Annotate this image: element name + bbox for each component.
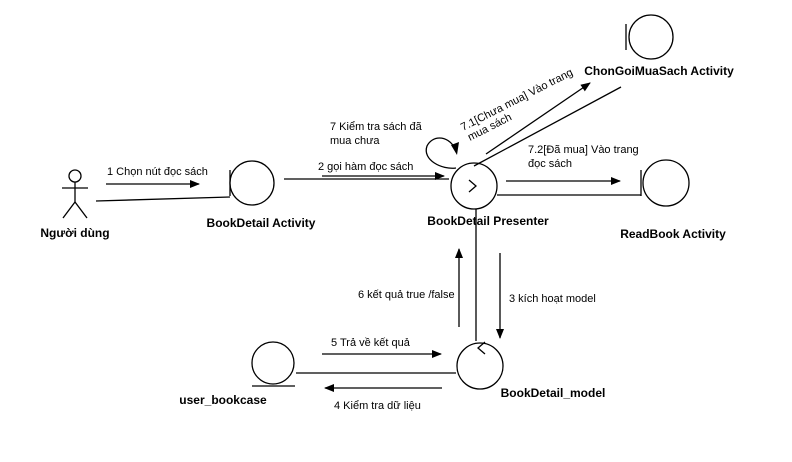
message-6-label: 6 kết quả true /false <box>358 289 455 301</box>
bookdetail-model-control <box>456 341 504 390</box>
user-bookcase-entity <box>251 341 295 387</box>
message-71-label-line1: 7.1[Chưa mua] Vào trang <box>459 67 575 134</box>
chongoi-activity-boundary <box>625 14 674 60</box>
bookcase-label: user_bookcase <box>179 393 267 407</box>
actor-label: Người dùng <box>40 226 109 240</box>
readbook-activity-boundary <box>640 159 690 207</box>
model-label: BookDetail_model <box>501 386 606 400</box>
presenter-label: BookDetail Presenter <box>427 214 549 228</box>
bookdetail-activity-label: BookDetail Activity <box>207 216 316 230</box>
message-72-label-line1: 7.2[Đã mua] Vào trang <box>528 144 639 156</box>
message-72-label-line2: đọc sách <box>528 158 572 170</box>
readbook-label: ReadBook Activity <box>620 227 726 241</box>
message-4-label: 4 Kiểm tra dữ liệu <box>334 400 421 412</box>
association-actor-activity <box>95 196 231 202</box>
message-5-label: 5 Trả về kết quả <box>331 337 411 349</box>
association-presenter-chongoi <box>473 86 622 167</box>
message-1-label: 1 Chọn nút đọc sách <box>107 166 208 178</box>
bookdetail-activity-boundary <box>229 160 275 206</box>
message-3-label: 3 kích hoạt model <box>509 293 596 305</box>
arrow-m71 <box>485 82 591 155</box>
chongoi-label: ChonGoiMuaSach Activity <box>584 64 734 78</box>
bookdetail-presenter-control <box>450 162 498 210</box>
arrow-m7-self-loop <box>425 137 457 169</box>
actor-nguoi-dung <box>62 169 88 219</box>
message-2-label: 2 gọi hàm đọc sách <box>318 161 413 173</box>
message-7-label-line1: 7 Kiểm tra sách đã <box>330 121 423 133</box>
message-7-label-line2: mua chưa <box>330 135 380 147</box>
